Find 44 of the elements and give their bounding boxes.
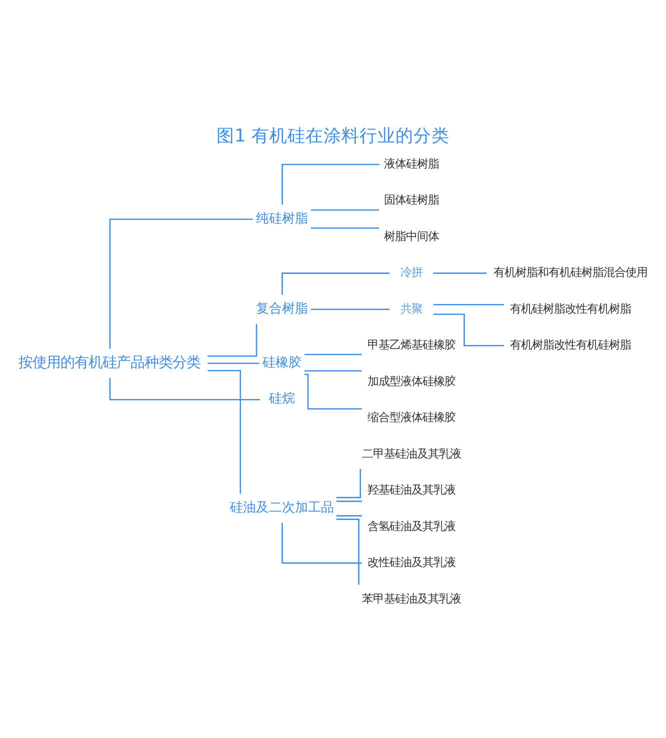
connector [208, 370, 242, 494]
node-text: 液体硅树脂 [384, 157, 440, 170]
node-text: 苯甲基硅油及其乳液 [362, 592, 462, 606]
node-text: 固体硅树脂 [384, 194, 440, 207]
node-text: 有机树脂改性有机硅树脂 [510, 338, 632, 352]
connector [282, 272, 390, 295]
connector [336, 515, 362, 516]
connector [336, 518, 360, 585]
connector [304, 370, 362, 372]
node-text: 树脂中间体 [384, 230, 440, 243]
node-text: 纯硅树脂 [256, 211, 308, 226]
node-text: 硅油及二次加工品 [230, 500, 334, 514]
connector [433, 304, 504, 306]
connector [208, 362, 260, 364]
connector [109, 378, 260, 400]
node-text: 有机硅树脂改性有机树脂 [510, 302, 632, 316]
connector [336, 500, 362, 502]
node-text: 硅橡胶 [262, 355, 302, 370]
connector [310, 209, 380, 211]
connector [310, 227, 380, 229]
node-text: 甲基乙烯基硅橡胶 [368, 338, 456, 352]
connector [109, 218, 253, 349]
node-text: 含氢硅油及其乳液 [368, 520, 456, 533]
diagram-title: 图1 有机硅在涂料行业的分类 [216, 126, 450, 147]
node-text: 加成型液体硅橡胶 [368, 374, 456, 388]
node-text: 有机树脂和有机硅树脂混合使用 [494, 266, 648, 280]
node-text: 二甲基硅油及其乳液 [362, 447, 462, 460]
node-text: 改性硅油及其乳液 [368, 556, 456, 570]
node-text: 按使用的有机硅产品种类分类 [18, 354, 201, 371]
node-text: 羟基硅油及其乳液 [368, 484, 456, 497]
connector [304, 374, 362, 410]
connector [433, 272, 487, 274]
connector [282, 164, 380, 205]
node-text: 硅烷 [268, 392, 295, 406]
connector [433, 314, 504, 346]
node-text: 缩合型液体硅橡胶 [368, 411, 456, 424]
node-text: 复合树脂 [256, 301, 308, 316]
connector [310, 308, 390, 310]
connector [208, 324, 258, 357]
node-text: 共聚 [400, 302, 423, 316]
connector [304, 354, 362, 356]
node-text: 冷拼 [400, 266, 423, 280]
connector [336, 468, 362, 498]
connector [282, 522, 362, 564]
